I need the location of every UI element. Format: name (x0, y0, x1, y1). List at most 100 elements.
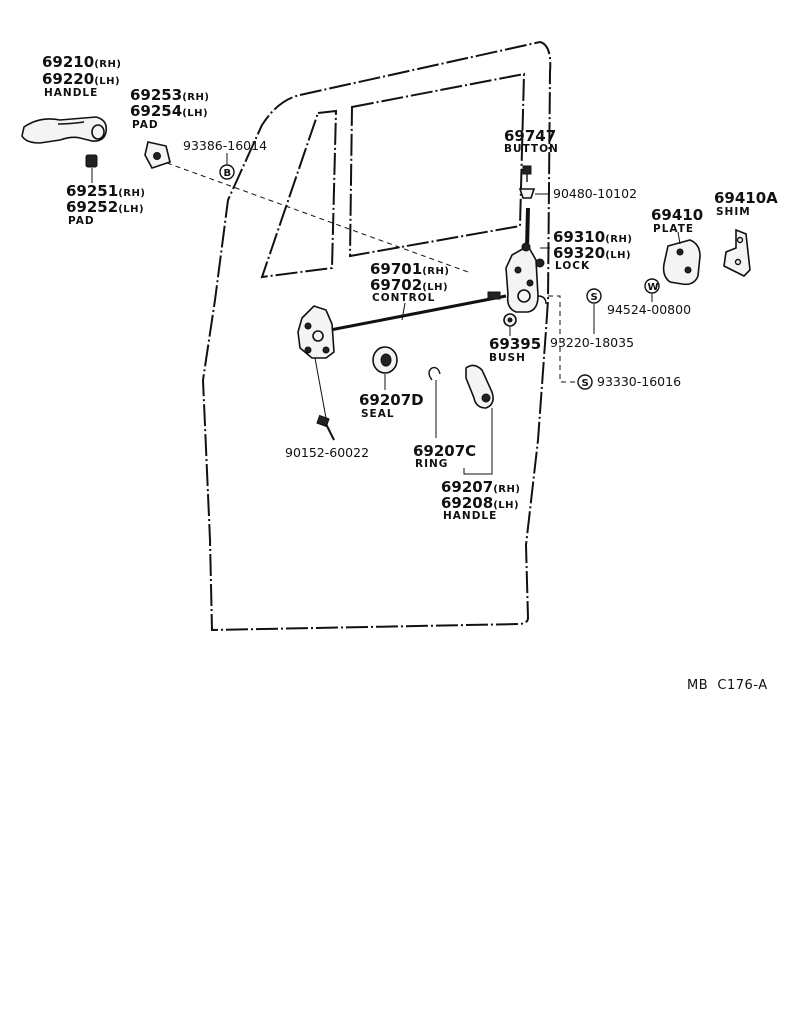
label-inside-handle: 69207(RH) 69208(LH) HANDLE (441, 478, 520, 522)
label-inside-handle-suf2: (LH) (493, 500, 519, 511)
lock-rod (525, 207, 530, 249)
label-screw-s1-num: 93220-18035 (550, 335, 634, 350)
label-lock-num2: 69320 (553, 244, 605, 262)
label-outer-handle-num2: 69220 (42, 70, 94, 88)
label-shim-num: 69410A (714, 189, 778, 207)
label-pad-lower-num1: 69251 (66, 182, 118, 200)
label-control-suf1: (RH) (422, 266, 449, 277)
bush-part (503, 313, 517, 327)
svg-text:69254(LH): 69254(LH) (130, 102, 208, 120)
remote-control-part (297, 305, 335, 419)
label-control-name: CONTROL (372, 292, 435, 304)
label-plate-name: PLATE (653, 223, 694, 235)
label-control: 69701(RH) 69702(LH) CONTROL (370, 260, 449, 304)
label-pad-lower-suf2: (LH) (118, 204, 144, 215)
screw-s2-part: S (577, 374, 593, 390)
diagram-code: MB C176-A (687, 678, 768, 693)
label-outer-handle: 69210(RH) 69220(LH) HANDLE (42, 53, 121, 99)
screw-bottom-part (316, 414, 335, 441)
label-outer-handle-name: HANDLE (44, 87, 98, 99)
svg-text:69210(RH): 69210(RH) (42, 53, 121, 71)
label-washer-num: 94524-00800 (607, 302, 691, 317)
handle-pad-upper-part (144, 141, 171, 169)
button-part (522, 165, 532, 182)
screw-s1-part: S (586, 288, 602, 334)
label-lock-num1: 69310 (553, 228, 605, 246)
label-handle-pad-lower: 69251(RH) 69252(LH) PAD (66, 182, 145, 227)
ring-part (428, 366, 441, 438)
label-button-num: 69747 (504, 127, 556, 145)
label-screw-b-num: 93386-16014 (183, 138, 267, 153)
screw-b-part: B (219, 164, 235, 180)
washer-part: W (644, 278, 660, 302)
svg-text:69310(RH): 69310(RH) (553, 228, 632, 246)
label-pad-lower-suf1: (RH) (118, 188, 145, 199)
svg-text:69701(RH): 69701(RH) (370, 260, 449, 278)
label-shim: 69410A SHIM (714, 189, 778, 218)
label-control-num2: 69702 (370, 276, 422, 294)
svg-text:69208(LH): 69208(LH) (441, 494, 519, 512)
svg-text:69702(LH): 69702(LH) (370, 276, 448, 294)
label-ring: 69207C RING (413, 442, 476, 470)
door-outline (201, 40, 552, 632)
door-main-window (348, 72, 526, 258)
control-rod-part (324, 291, 507, 333)
label-control-num1: 69701 (370, 260, 422, 278)
label-pad-upper-name: PAD (132, 119, 159, 131)
label-button-name: BUTTON (504, 143, 559, 155)
label-screw-s2-num: 93330-16016 (597, 374, 681, 389)
label-plate: 69410 PLATE (651, 206, 703, 235)
svg-text:69320(LH): 69320(LH) (553, 244, 631, 262)
door-front-window (260, 109, 338, 279)
label-outer-handle-num1: 69210 (42, 53, 94, 71)
handle-pad-lower-part (85, 154, 98, 183)
label-plate-num: 69410 (651, 206, 703, 224)
label-inside-handle-suf1: (RH) (493, 484, 520, 495)
label-handle-pad-upper: 69253(RH) 69254(LH) PAD (130, 86, 209, 131)
label-lock: 69310(RH) 69320(LH) LOCK (553, 228, 632, 272)
label-screw-bottom-num: 90152-60022 (285, 445, 369, 460)
leader-plate (677, 231, 681, 245)
label-outer-handle-suf2: (LH) (94, 76, 120, 87)
label-lock-name: LOCK (555, 260, 590, 272)
label-inside-handle-num2: 69208 (441, 494, 493, 512)
label-pad-upper-suf1: (RH) (182, 92, 209, 103)
label-inside-handle-num1: 69207 (441, 478, 493, 496)
guide-line-handle-to-lock (166, 162, 469, 273)
outer-handle-part (21, 116, 108, 144)
plate-part (662, 239, 701, 286)
shim-part (723, 228, 751, 277)
inside-handle-part (463, 364, 494, 475)
label-clip-num: 90480-10102 (553, 186, 637, 201)
label-bush: 69395 BUSH (489, 335, 541, 364)
label-seal-name: SEAL (361, 408, 395, 420)
label-button: 69747 BUTTON (504, 127, 559, 155)
label-inside-handle-name: HANDLE (443, 510, 497, 522)
lock-part (505, 242, 547, 313)
svg-text:69253(RH): 69253(RH) (130, 86, 209, 104)
label-pad-lower-name: PAD (68, 215, 95, 227)
label-bush-name: BUSH (489, 352, 526, 364)
label-control-suf2: (LH) (422, 282, 448, 293)
svg-text:69252(LH): 69252(LH) (66, 198, 144, 216)
screw-b-mark: B (224, 168, 232, 179)
washer-mark: W (648, 282, 659, 293)
label-seal: 69207D SEAL (359, 391, 424, 420)
label-shim-name: SHIM (716, 206, 751, 218)
label-pad-lower-num2: 69252 (66, 198, 118, 216)
label-pad-upper-num1: 69253 (130, 86, 182, 104)
label-lock-suf1: (RH) (605, 234, 632, 245)
label-seal-num: 69207D (359, 391, 424, 409)
door-outer-edge (201, 40, 552, 632)
label-bush-num: 69395 (489, 335, 541, 353)
svg-text:69220(LH): 69220(LH) (42, 70, 120, 88)
label-pad-upper-suf2: (LH) (182, 108, 208, 119)
label-ring-name: RING (415, 458, 448, 470)
label-ring-num: 69207C (413, 442, 476, 460)
screw-s2-mark: S (582, 378, 589, 389)
label-lock-suf2: (LH) (605, 250, 631, 261)
screw-s1-mark: S (591, 292, 598, 303)
clip-part (518, 188, 549, 199)
seal-part (372, 346, 398, 374)
